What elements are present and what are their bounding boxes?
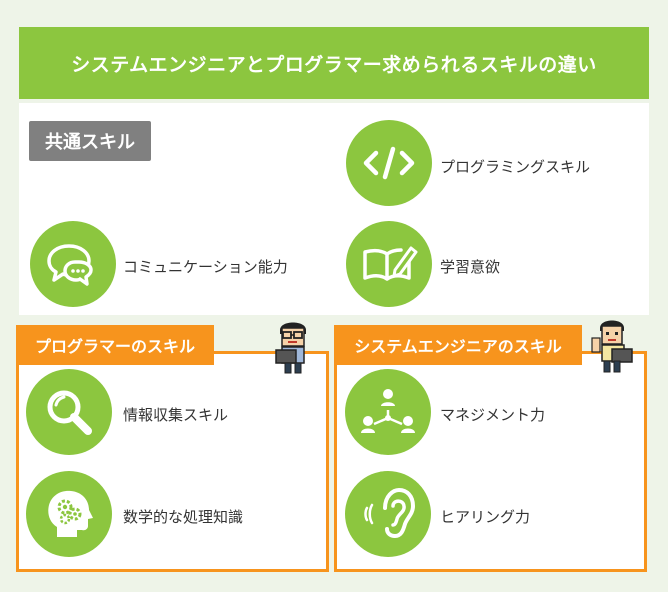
engineer-character-icon	[590, 314, 634, 380]
code-icon	[346, 120, 432, 206]
book-pen-icon	[346, 221, 432, 307]
speech-bubbles-icon	[30, 221, 116, 307]
skill-programming: プログラミングスキル	[440, 158, 591, 176]
skill-management: マネジメント力	[440, 406, 546, 424]
common-skills-label: 共通スキル	[29, 121, 151, 161]
skill-learning: 学習意欲	[440, 258, 501, 276]
page-title: システムエンジニアとプログラマー求められるスキルの違い	[19, 27, 649, 99]
skill-math-processing: 数学的な処理知識	[123, 508, 244, 526]
skill-information-gathering: 情報収集スキル	[123, 406, 229, 424]
programmer-skills-label: プログラマーのスキル	[16, 325, 214, 365]
skill-communication: コミュニケーション能力	[123, 258, 288, 276]
team-icon	[345, 369, 431, 455]
skill-hearing: ヒアリング力	[440, 508, 531, 526]
magnifier-icon	[26, 369, 112, 455]
programmer-character-icon	[272, 316, 314, 380]
ear-icon	[345, 471, 431, 557]
engineer-skills-label: システムエンジニアのスキル	[334, 325, 582, 365]
head-gears-icon	[26, 471, 112, 557]
